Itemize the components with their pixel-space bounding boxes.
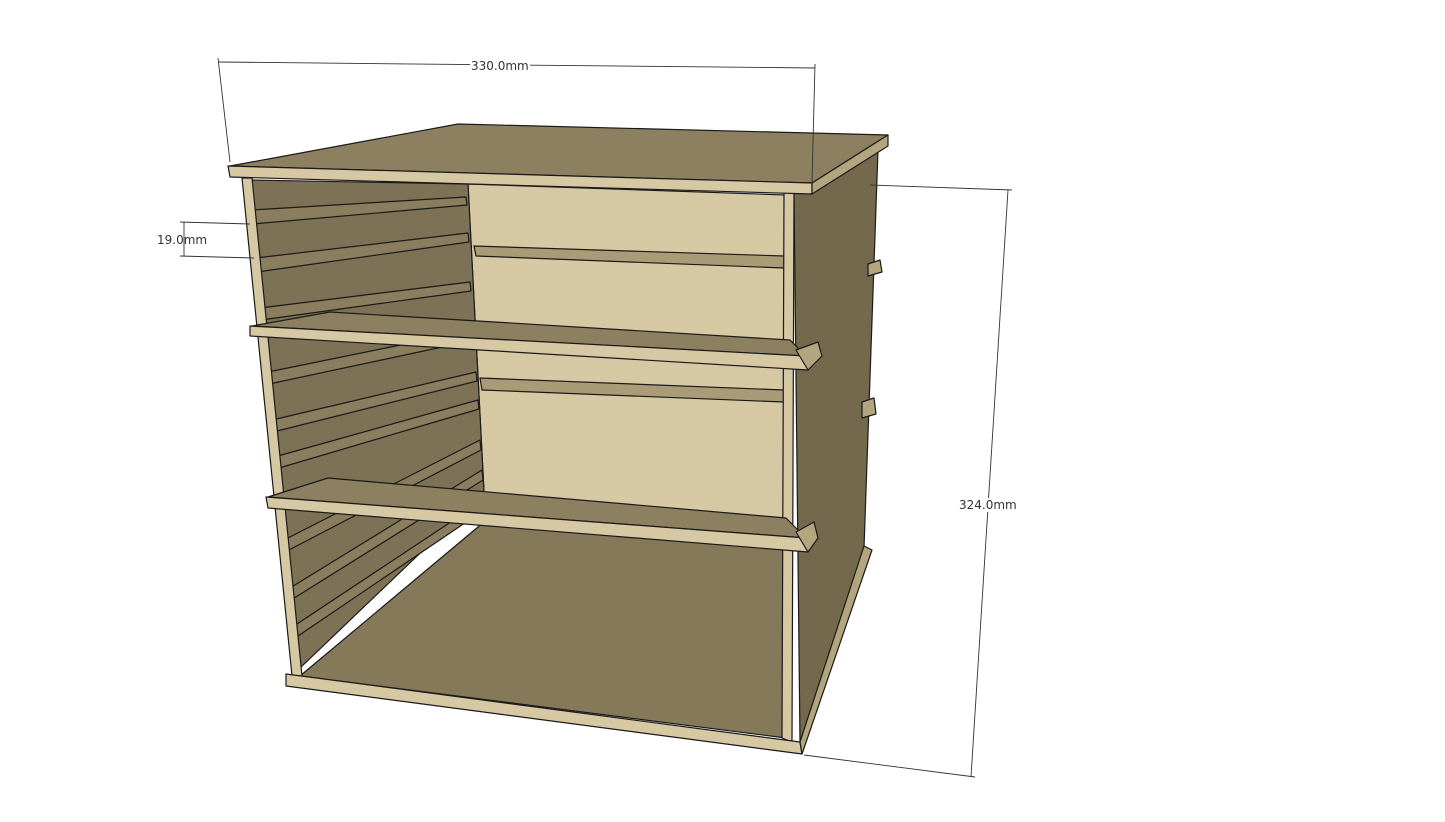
rail-spacing-dimension-label: 19.0mm bbox=[157, 233, 208, 247]
bottom-panel-side-edge bbox=[799, 545, 873, 755]
rail-spacing-dimension bbox=[179, 221, 255, 259]
top-panel-side-edge bbox=[811, 134, 889, 195]
shelf-upper-end bbox=[795, 341, 823, 371]
shelf-lower-end bbox=[795, 521, 819, 553]
side-peg-lower bbox=[861, 397, 877, 419]
height-dimension bbox=[803, 184, 1013, 778]
side-peg-upper bbox=[867, 259, 883, 277]
width-dimension-label: 330.0mm bbox=[470, 59, 530, 73]
height-dimension-label: 324.0mm bbox=[958, 498, 1018, 512]
right-panel-front-edge bbox=[781, 192, 795, 743]
